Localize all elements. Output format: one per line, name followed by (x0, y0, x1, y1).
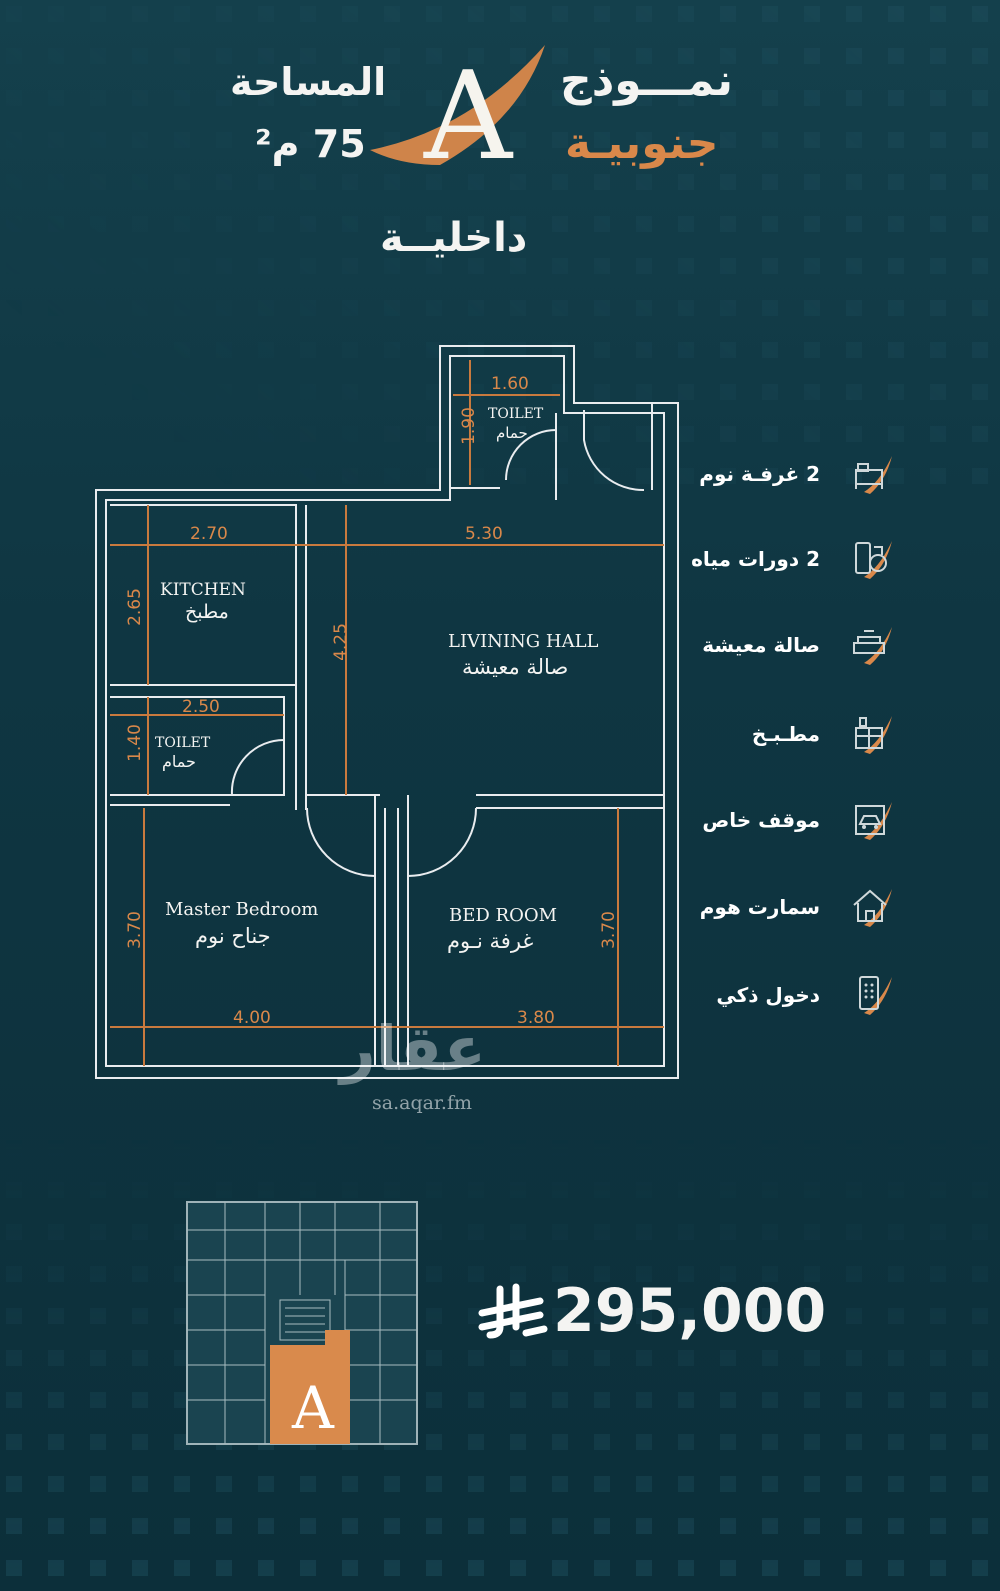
feature-label: 2 غرفـة نوم (699, 462, 820, 486)
kitchen-label-ar: مطبخ (185, 601, 229, 623)
feature-label: موقف خاص (702, 808, 820, 832)
dim-toilet2-height: 1.40 (124, 724, 145, 762)
kitchen-icon (850, 712, 894, 756)
dim-bedroom-height: 3.70 (598, 911, 619, 949)
smart-home-icon (850, 885, 894, 929)
dim-kitchen-width: 2.70 (190, 524, 228, 544)
parking-icon (850, 798, 894, 842)
dim-living-width: 5.30 (465, 524, 503, 544)
toilet2-label-ar: حمام (162, 752, 196, 771)
feature-label: صالة معيشة (702, 633, 820, 657)
aqar-watermark-url: sa.aqar.fm (372, 1092, 473, 1114)
dim-master-width: 4.00 (233, 1008, 271, 1028)
living-label-ar: صالة معيشة (462, 655, 569, 679)
model-word: نمـــوذج (560, 55, 734, 106)
riyal-symbol-icon (478, 1283, 548, 1339)
kitchen-label-en: KITCHEN (160, 580, 246, 600)
position-label: داخليــة (380, 215, 528, 261)
building-key-plan: A (186, 1201, 418, 1445)
master-bedroom-label-en: Master Bedroom (165, 899, 319, 920)
smart-entry-icon (850, 973, 894, 1017)
key-plan-highlight-letter: A (291, 1374, 335, 1442)
master-bedroom-label-ar: جناح نوم (195, 924, 271, 948)
living-label-en: LIVINING HALL (448, 631, 599, 652)
toilet2-label-en: TOILET (155, 735, 211, 751)
bedroom-icon (850, 452, 894, 496)
dim-bedroom-width: 3.80 (517, 1008, 555, 1028)
price-value: 295,000 (553, 1276, 827, 1346)
dim-toilet1-height: 1.90 (458, 407, 479, 445)
dim-kitchen-height: 2.65 (124, 588, 145, 626)
feature-label: سمارت هوم (699, 895, 820, 919)
bedroom-label-en: BED ROOM (449, 905, 558, 926)
feature-label: دخول ذكي (716, 983, 820, 1007)
model-a-logo: A (370, 45, 545, 187)
toilet1-label-ar: حمام (496, 424, 528, 442)
dim-living-height: 4.25 (330, 623, 351, 661)
toilet1-label-en: TOILET (488, 406, 544, 422)
area-value: 75 م² (255, 122, 366, 166)
aqar-watermark-logo: عقار (340, 1012, 486, 1085)
dim-master-height: 3.70 (124, 911, 145, 949)
model-letter: A (423, 45, 514, 187)
bedroom-label-ar: غرفة نـوم (447, 929, 534, 953)
feature-label: 2 دورات مياه (691, 547, 820, 571)
orientation-label: جنوبيـة (565, 118, 719, 169)
living-room-icon (850, 623, 894, 667)
dim-toilet1-width: 1.60 (491, 374, 529, 394)
area-label: المساحة (230, 60, 387, 104)
dim-toilet2-width: 2.50 (182, 697, 220, 717)
feature-label: مطـبـخ (751, 722, 820, 746)
bathroom-icon (850, 537, 894, 581)
